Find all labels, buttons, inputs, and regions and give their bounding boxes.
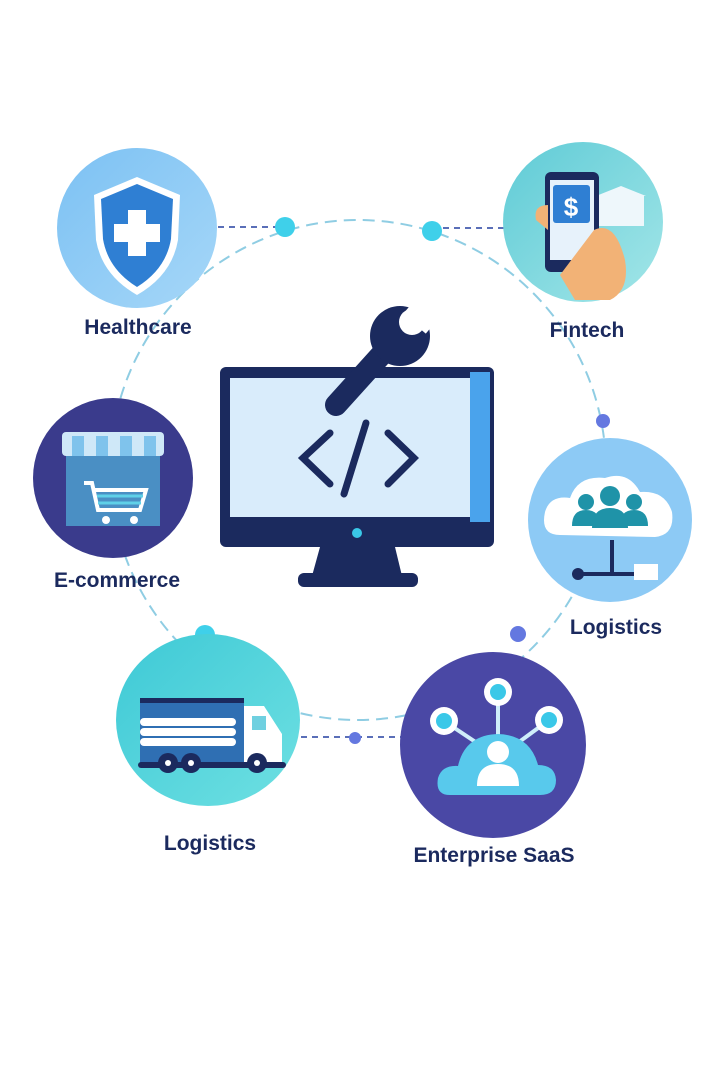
node-logistics-truck: Logistics <box>116 634 300 855</box>
monitor-code-wrench-icon <box>220 297 494 587</box>
storefront-cart-icon <box>62 432 164 526</box>
connector-dot <box>349 732 361 744</box>
svg-text:$: $ <box>564 192 579 222</box>
node-logistics-cloud: Logistics <box>528 438 692 639</box>
node-ecommerce: E-commerce <box>33 398 193 592</box>
node-fintech: $ Fintech <box>503 142 663 342</box>
node-label: Logistics <box>570 616 662 639</box>
node-label: Fintech <box>550 319 625 342</box>
connector-dot <box>275 217 295 237</box>
connector-dot <box>596 414 610 428</box>
cloud-team-icon <box>544 475 673 580</box>
node-label: Logistics <box>164 832 256 855</box>
shield-cross-icon <box>94 177 180 295</box>
wrench-icon <box>325 297 440 416</box>
node-label: Enterprise SaaS <box>413 844 574 867</box>
code-glyph <box>297 419 419 498</box>
cloud-network-user-icon <box>430 678 563 795</box>
connector-links <box>218 226 505 738</box>
phone-dollar-icon: $ <box>535 172 646 300</box>
node-enterprise-saas: Enterprise SaaS <box>400 652 586 867</box>
connector-dot <box>510 626 526 642</box>
node-healthcare: Healthcare <box>57 148 217 339</box>
node-label: Healthcare <box>84 316 191 339</box>
node-label: E-commerce <box>54 569 180 592</box>
truck-icon <box>138 698 286 773</box>
connector-dot <box>422 221 442 241</box>
